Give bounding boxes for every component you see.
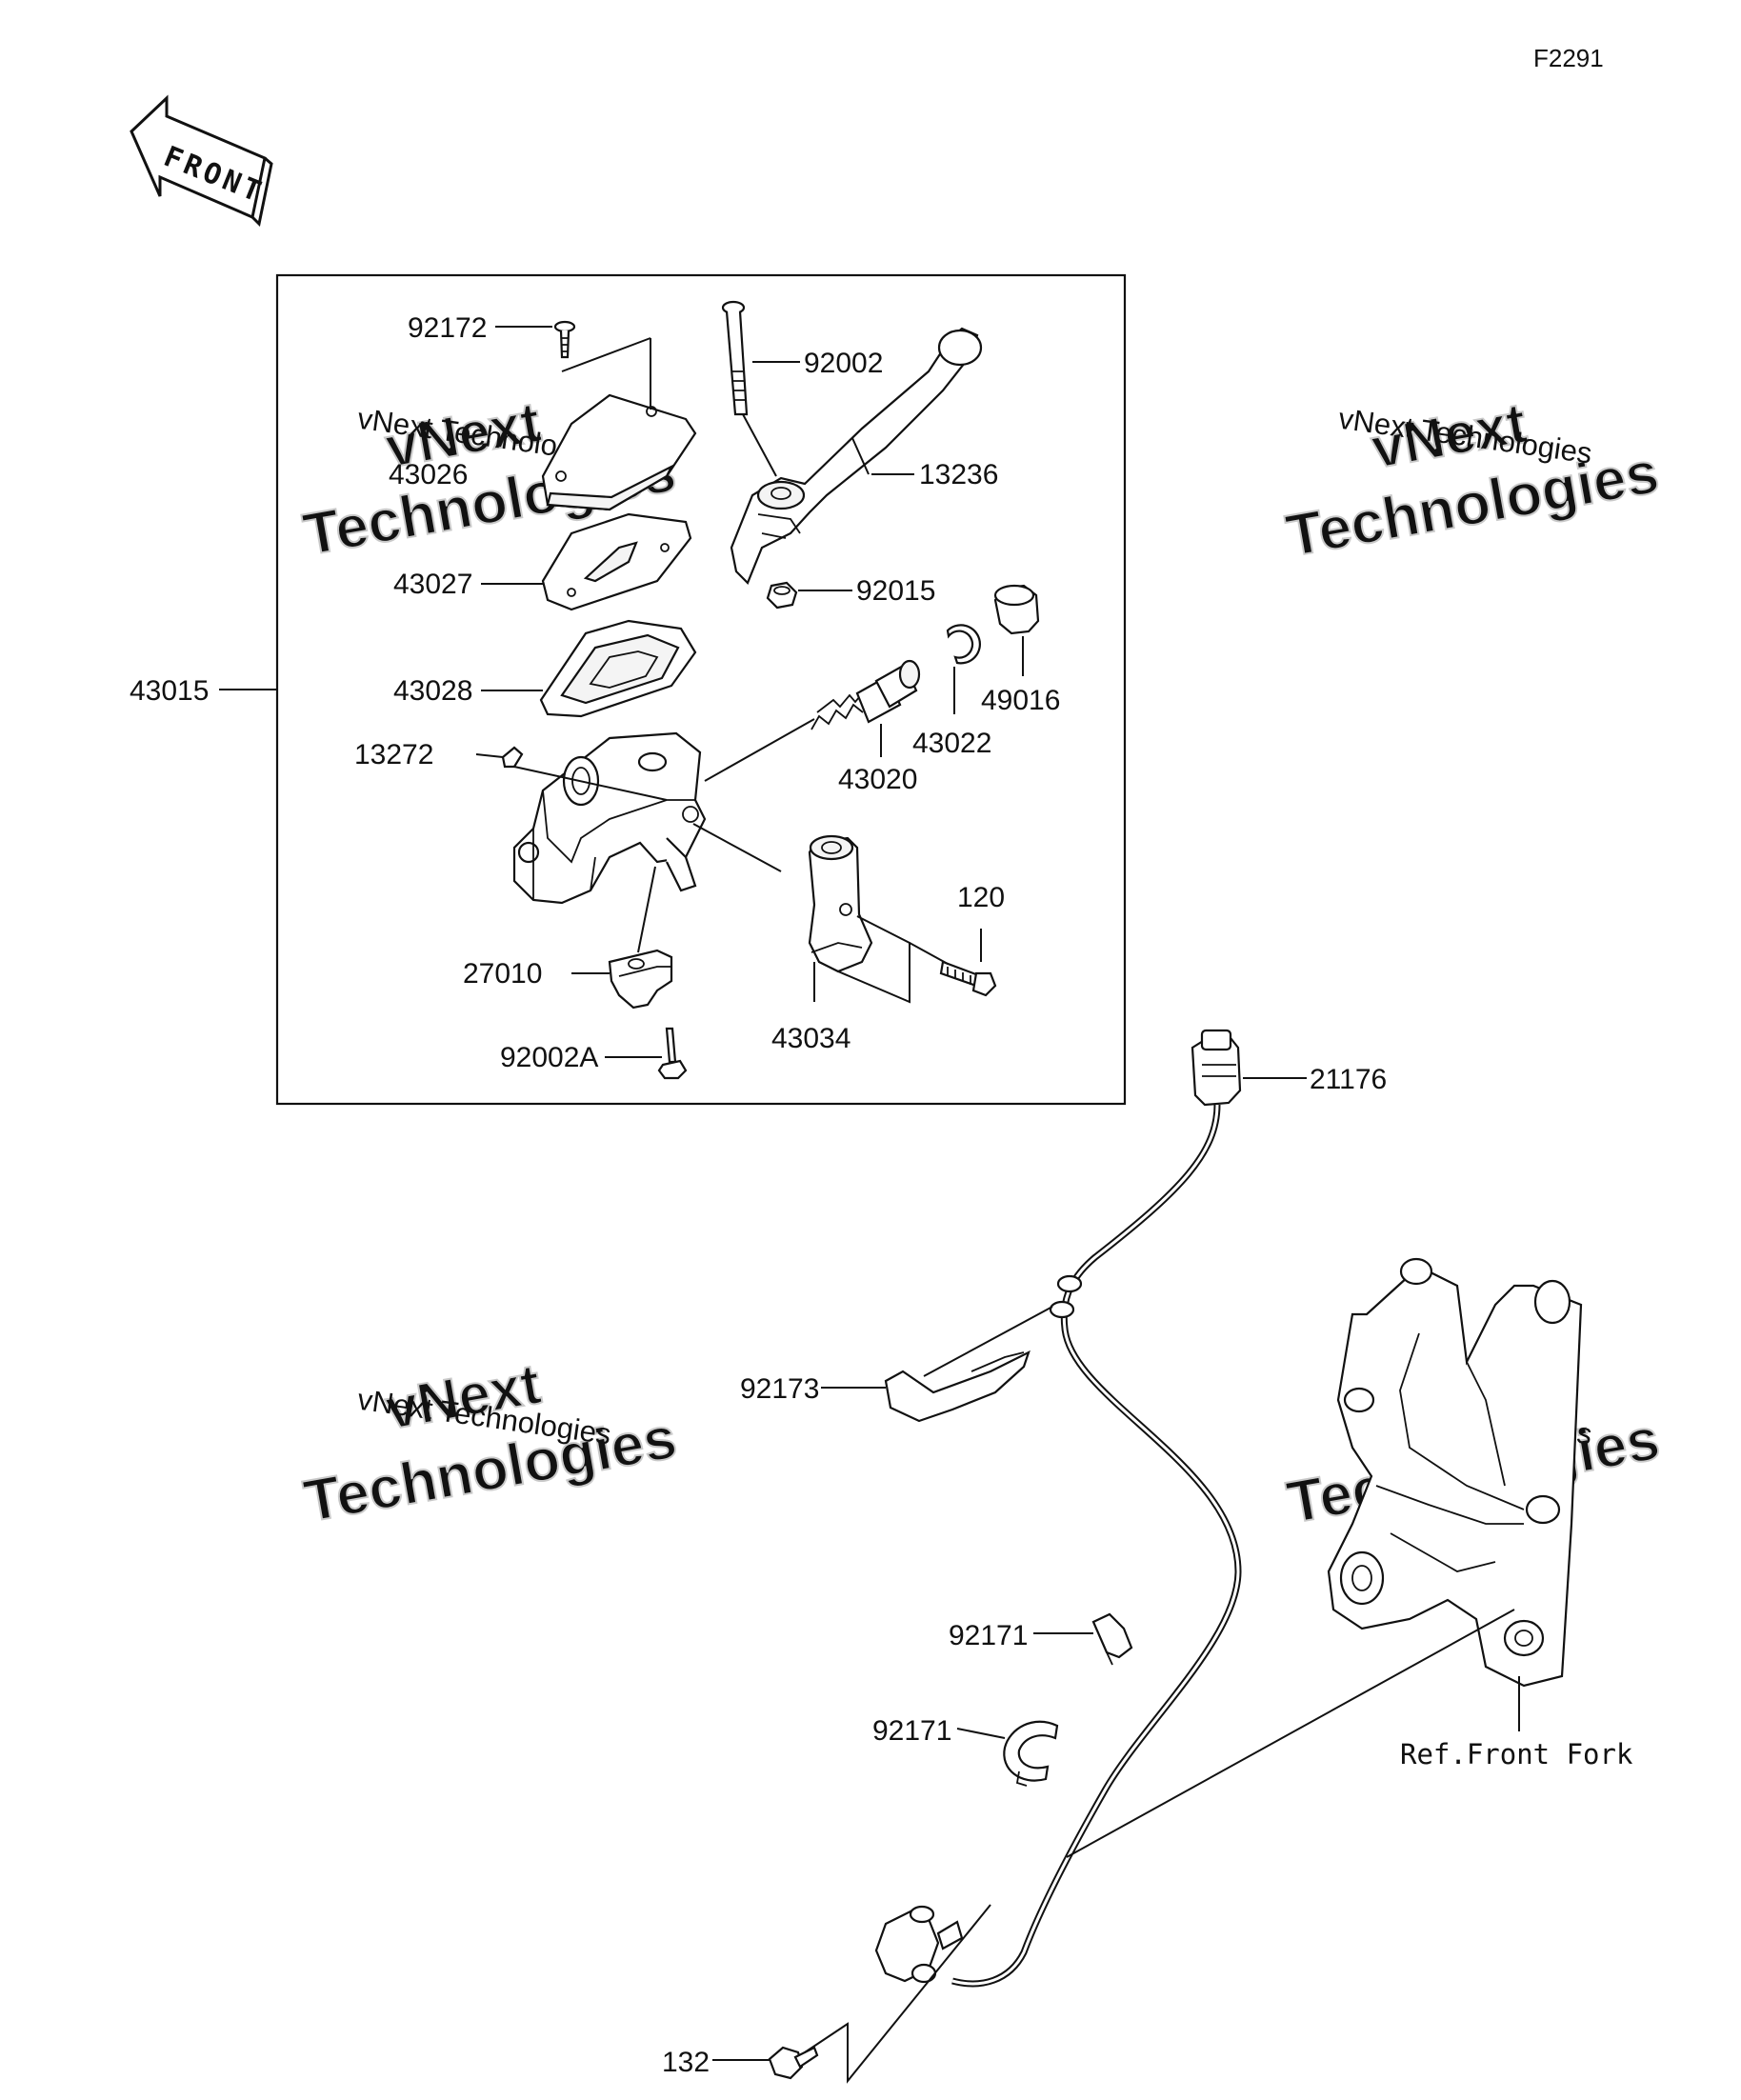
callout-92171-lower: 92171 <box>872 1715 951 1747</box>
bleed-screw-13272 <box>501 746 524 769</box>
boot-49016 <box>993 584 1040 635</box>
ref-front-fork-label: Ref.Front Fork <box>1400 1738 1633 1770</box>
callout-13272: 13272 <box>354 739 433 770</box>
figure-code: F2291 <box>1533 44 1604 72</box>
callout-132: 132 <box>662 2047 710 2078</box>
callout-92002: 92002 <box>804 348 883 379</box>
callout-49016: 49016 <box>981 685 1060 716</box>
pivot-bolt-92002 <box>721 300 749 416</box>
diaphragm-43028 <box>539 619 697 718</box>
clamp-43034 <box>808 834 873 973</box>
leader-lines-lower <box>712 1077 1520 2084</box>
callout-43027: 43027 <box>393 569 472 600</box>
brake-lever-13236 <box>730 327 983 585</box>
callout-92002A: 92002A <box>500 1042 598 1073</box>
callout-43028: 43028 <box>393 675 472 707</box>
plate-43027 <box>541 512 692 611</box>
callout-43015: 43015 <box>130 675 209 707</box>
connector-21176 <box>1191 1029 1242 1107</box>
callout-92171-upper: 92171 <box>949 1620 1028 1651</box>
front-fork-bracket <box>1327 1257 1583 1688</box>
clip-92171-lower <box>1003 1720 1059 1787</box>
callout-43026: 43026 <box>389 459 468 490</box>
callout-labels: 43015 92172 43026 43027 43028 13272 2701… <box>130 312 1633 2078</box>
callout-92173: 92173 <box>740 1373 819 1405</box>
callout-92015: 92015 <box>856 575 935 607</box>
grommet-92171-upper <box>1091 1612 1133 1666</box>
master-cylinder-body <box>512 731 707 905</box>
leader-lines-assembly <box>219 326 1024 1058</box>
callout-21176: 21176 <box>1310 1064 1387 1095</box>
front-arrow-icon: FRONT <box>130 94 273 228</box>
wheel-speed-sensor <box>874 1905 964 1984</box>
callout-43020: 43020 <box>838 764 917 795</box>
sensor-cable <box>951 1104 1242 1988</box>
callout-120: 120 <box>957 882 1005 913</box>
reservoir-cap-43026 <box>541 393 697 511</box>
brake-switch-27010 <box>608 949 673 1010</box>
nut-92015 <box>766 581 798 610</box>
screw-92002A <box>657 1027 688 1080</box>
bolt-120 <box>939 960 997 997</box>
callout-92172: 92172 <box>408 312 487 344</box>
circlip-43022 <box>946 624 981 665</box>
callout-27010: 27010 <box>463 958 542 990</box>
screw-92172 <box>553 320 576 359</box>
bracket-92173 <box>884 1306 1053 1423</box>
callout-13236: 13236 <box>919 459 998 490</box>
callout-43034: 43034 <box>771 1023 850 1054</box>
callout-43022: 43022 <box>912 728 991 759</box>
piston-kit-43020 <box>810 659 921 730</box>
bolt-132 <box>768 2046 819 2080</box>
